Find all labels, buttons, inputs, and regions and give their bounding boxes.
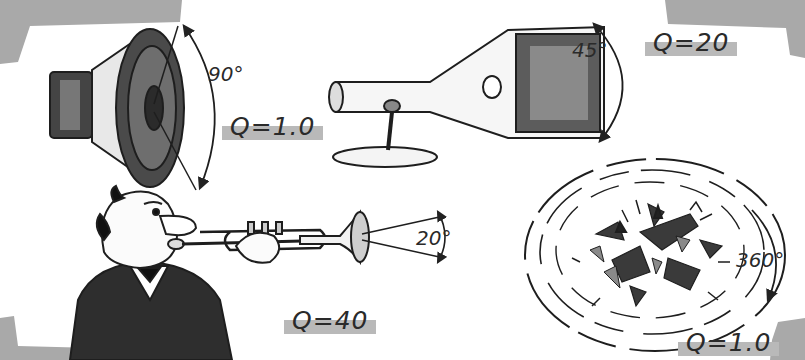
trumpet-player <box>70 186 445 360</box>
angle-label: 20° <box>416 226 451 250</box>
angle-label: 360° <box>736 248 784 272</box>
q-value-band: Q=1.0 <box>222 112 323 141</box>
angle-label: 90° <box>208 62 243 86</box>
explosion <box>525 159 785 351</box>
horn-loudspeaker <box>329 24 623 167</box>
q-value: Q=40 <box>292 306 368 335</box>
q-value: Q=1.0 <box>686 328 771 357</box>
loudspeaker <box>50 26 215 190</box>
q-value-band: Q=1.0 <box>678 328 779 357</box>
q-value: Q=1.0 <box>230 112 315 141</box>
angle-label: 45° <box>572 38 607 62</box>
q-value-band: Q=20 <box>645 28 737 57</box>
q-value-band: Q=40 <box>284 306 376 335</box>
q-value: Q=20 <box>653 28 729 57</box>
